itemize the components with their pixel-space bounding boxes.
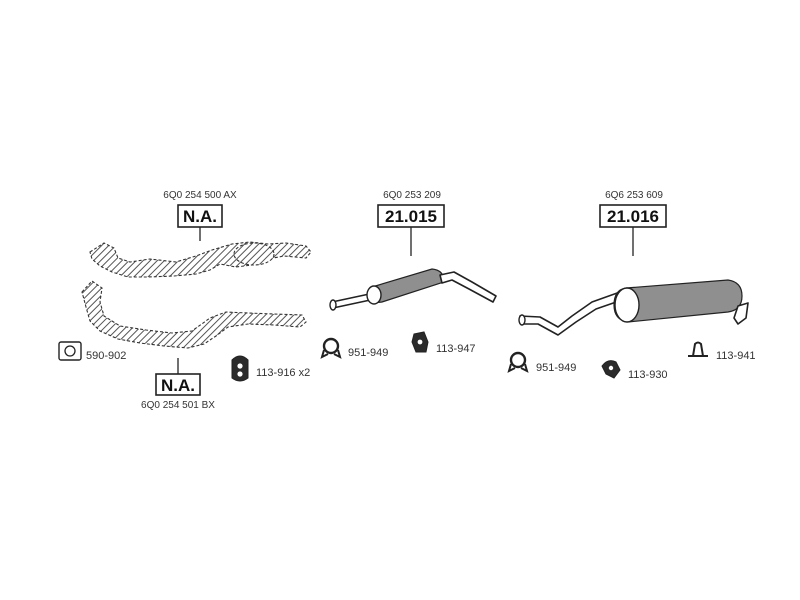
rear-silencer-group: 6Q6 253 609 21.016 bbox=[518, 190, 749, 336]
hanger-a-hole-icon bbox=[417, 339, 423, 345]
middle-silencer-group: 6Q0 253 209 21.015 bbox=[329, 190, 497, 311]
front-pipe-lower-drawing bbox=[81, 280, 307, 349]
clamp-b-part: 951-949 bbox=[507, 351, 576, 374]
rear-silencer-ref: 21.016 bbox=[607, 207, 659, 226]
rear-silencer-inlet-pipe bbox=[519, 291, 623, 336]
front-pipe-upper-converter bbox=[233, 242, 275, 266]
rear-silencer-body-end bbox=[614, 287, 640, 323]
hanger-b-code: 113-930 bbox=[628, 369, 668, 381]
middle-silencer-oem: 6Q0 253 209 bbox=[383, 190, 441, 201]
front-pipe-upper-ref: N.A. bbox=[183, 207, 217, 226]
clamp-b-bolt-icon bbox=[507, 363, 529, 373]
clamp-b-code: 951-949 bbox=[536, 362, 576, 374]
gasket-part: 590-902 bbox=[58, 341, 126, 362]
middle-silencer-body-end bbox=[366, 285, 382, 305]
bracket-icon bbox=[688, 341, 708, 357]
rubber-mount-hole-icon bbox=[237, 363, 243, 369]
middle-silencer-outlet-pipe bbox=[439, 271, 497, 303]
gasket-hole-icon bbox=[64, 345, 76, 357]
front-pipe-lower-group: N.A. 6Q0 254 501 BX bbox=[81, 280, 307, 411]
clamp-b-icon bbox=[509, 351, 527, 369]
front-pipe-upper-group: 6Q0 254 500 AX N.A. bbox=[89, 190, 312, 278]
clamp-a-icon bbox=[322, 337, 340, 355]
clamp-a-part: 951-949 bbox=[320, 337, 388, 359]
rubber-mount-part: 113-916 x2 bbox=[231, 355, 310, 382]
middle-silencer-ref: 21.015 bbox=[385, 207, 437, 226]
rubber-mount-hole2-icon bbox=[237, 371, 243, 377]
gasket-code: 590-902 bbox=[86, 350, 126, 362]
hanger-a-code: 113-947 bbox=[436, 343, 476, 355]
bracket-part: 113-941 bbox=[688, 341, 756, 362]
middle-silencer-inlet-end bbox=[329, 299, 337, 311]
front-pipe-lower-ref: N.A. bbox=[161, 376, 195, 395]
hanger-b-part: 113-930 bbox=[601, 360, 668, 381]
front-pipe-upper-oem: 6Q0 254 500 AX bbox=[163, 190, 237, 201]
clamp-a-bolt-icon bbox=[320, 349, 342, 359]
clamp-a-code: 951-949 bbox=[348, 347, 388, 359]
rear-silencer-inlet-end bbox=[518, 314, 526, 326]
rear-silencer-body bbox=[613, 279, 743, 323]
front-pipe-lower-oem: 6Q0 254 501 BX bbox=[141, 400, 215, 411]
rear-silencer-tailpipe bbox=[733, 302, 749, 325]
hanger-a-part: 113-947 bbox=[411, 331, 476, 355]
front-pipe-upper-drawing bbox=[89, 241, 312, 278]
rear-silencer-oem: 6Q6 253 609 bbox=[605, 190, 663, 201]
hanger-b-hole-icon bbox=[608, 365, 614, 371]
front-pipe-lower-ref-box bbox=[155, 373, 201, 396]
bracket-code: 113-941 bbox=[716, 350, 756, 362]
rubber-mount-code: 113-916 x2 bbox=[256, 367, 310, 379]
